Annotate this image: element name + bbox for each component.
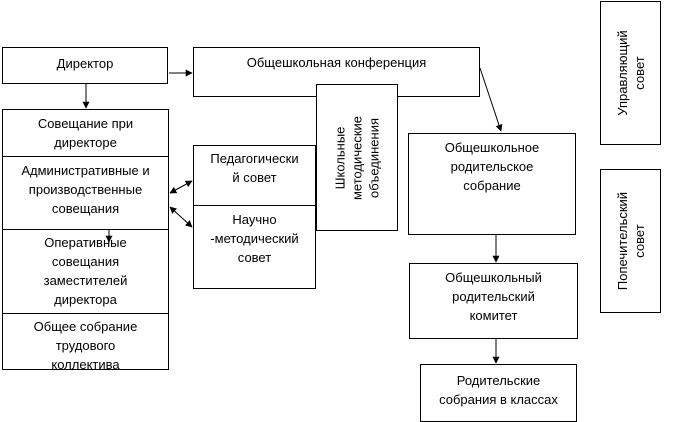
arrow-admin-ped-council	[169, 180, 193, 194]
parent-committee-label: Общешкольный родительский комитет	[445, 270, 542, 323]
trustee-council-box: Попечительский совет	[600, 169, 661, 313]
governing-council-box: Управляющий совет	[600, 1, 661, 145]
general-assembly-box: Общее собрание трудового коллектива	[2, 313, 169, 372]
class-meetings-label: Родительские собрания в классах	[439, 373, 558, 407]
parent-committee-box: Общешкольный родительский комитет	[409, 263, 578, 339]
directors-meeting-label: Совещание при директоре	[37, 116, 134, 150]
method-unions-box: Школьные методические объединения	[316, 84, 398, 231]
conference-label: Общешкольная конференция	[246, 55, 427, 70]
sci-council-box: Научно -методический совет	[193, 205, 316, 289]
class-meetings-box: Родительские собрания в классах	[420, 364, 577, 422]
admin-meetings-box: Административные и производственные сове…	[2, 156, 169, 230]
admin-meetings-label: Административные и производственные сове…	[21, 163, 150, 216]
conference-box: Общешкольная конференция	[193, 47, 480, 97]
directors-meeting-box: Совещание при директоре	[2, 109, 169, 157]
ped-council-label: Педагогически й совет	[210, 151, 299, 185]
ped-council-box: Педагогически й совет	[193, 145, 316, 206]
arrow-admin-sci-council	[169, 206, 193, 228]
sci-council-label: Научно -методический совет	[210, 212, 299, 265]
director-box: Директор	[2, 47, 168, 84]
parent-meeting-box: Общешкольное родительское собрание	[408, 133, 576, 235]
director-label: Директор	[56, 56, 114, 71]
parent-meeting-label: Общешкольное родительское собрание	[444, 140, 540, 193]
general-assembly-label: Общее собрание трудового коллектива	[33, 319, 138, 372]
arrow-conference-to-parent-meeting	[479, 67, 503, 132]
